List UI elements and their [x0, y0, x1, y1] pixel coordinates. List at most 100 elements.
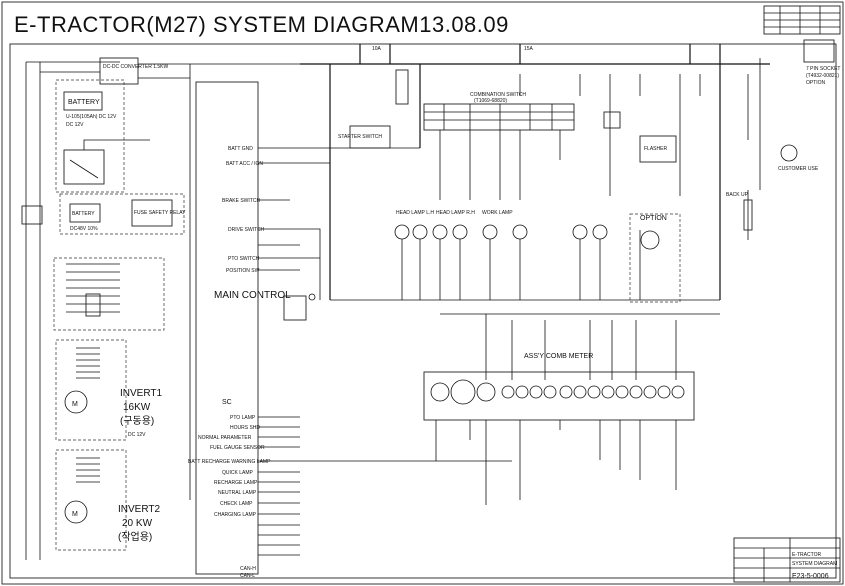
- signal-label: NEUTRAL LAMP: [218, 490, 257, 496]
- top-right-section: 10A 15A COMBINATION SWITCH (T1069-68820)…: [300, 39, 840, 300]
- key-switch: [21, 205, 43, 225]
- tail-lamp-icon: [512, 224, 528, 240]
- signal-label: BRAKE SWITCH: [222, 198, 260, 204]
- indicator-icon: [671, 385, 685, 399]
- indicator-icon: [629, 385, 643, 399]
- model-label: E-TRACTOR: [792, 552, 821, 558]
- inverter2-group: [55, 449, 127, 551]
- drawing-name: SYSTEM DIAGRAM: [792, 561, 837, 567]
- signal-label: CAN-H: [240, 566, 256, 572]
- inverter1-sub: (구동용): [120, 415, 154, 427]
- diagram-title: E-TRACTOR(M27) SYSTEM DIAGRAM13.08.09: [14, 12, 509, 37]
- signal-label: CHECK LAMP: [220, 501, 253, 507]
- socket-sub: (T4932-00821): [806, 73, 839, 79]
- starter-switch-label: STARTER SWITCH: [338, 134, 382, 140]
- controller-group: [53, 257, 165, 331]
- indicator-icon: [501, 385, 515, 399]
- work-lamp-label: WORK LAMP: [482, 210, 513, 216]
- motor1-icon: [64, 390, 88, 414]
- signal-label: HOURS SHD: [230, 425, 260, 431]
- combination-switch-label: COMBINATION SWITCH: [470, 92, 526, 98]
- indicator-icon: [559, 385, 573, 399]
- comb-meter-box: [423, 371, 695, 421]
- indicator-icon: [587, 385, 601, 399]
- drawing-number: E23-5-0006: [792, 573, 829, 580]
- dc12v-b-label: DC 12V: [128, 432, 146, 438]
- indicator-icon: [643, 385, 657, 399]
- signal-label: CAN-L: [240, 573, 255, 579]
- dc-dc-label: DC-DC CONVERTER 1.5KW: [103, 64, 168, 70]
- signal-label: PTO LAMP: [230, 415, 256, 421]
- indicator-icon: [515, 385, 529, 399]
- temp-gauge-icon: [476, 382, 496, 402]
- lamp-row: HEAD LAMP L.H HEAD LAMP R.H WORK LAMP OP…: [330, 210, 720, 303]
- inverter2-sub: (작업용): [118, 530, 152, 543]
- title-block-box: [733, 537, 841, 583]
- headlamp-rh-icon: [432, 224, 448, 240]
- back-up-switch: [743, 199, 753, 231]
- signal-label: CHARGING LAMP: [214, 512, 257, 518]
- combination-switch-sub: (T1069-68820): [474, 98, 507, 104]
- fuse-15a-label: 15A: [524, 46, 534, 52]
- fuel-gauge-icon: [430, 382, 450, 402]
- inverter1-kw: 16KW: [123, 402, 151, 413]
- position-switch: [283, 295, 307, 321]
- signal-label: NORMAL PARAMETER: [198, 435, 252, 441]
- indicator-icon: [543, 385, 557, 399]
- flasher-unit: [639, 135, 677, 163]
- safety-relay-label: FUSE SAFETY RELAY: [134, 210, 186, 216]
- battery-12v: [63, 91, 103, 111]
- flasher-label: FLASHER: [644, 146, 667, 152]
- inverter1-group: [55, 339, 127, 441]
- inverter2-kw: 20 KW: [122, 518, 153, 529]
- battery-label: BATTERY: [68, 99, 100, 106]
- signal-label: RECHARGE LAMP: [214, 480, 258, 486]
- signal-label: FUEL GAUGE SENSOR: [210, 445, 265, 451]
- pedal-sensor: [85, 293, 101, 317]
- main-relay: [63, 149, 105, 185]
- hazard-lamp-icon: [572, 224, 588, 240]
- signal-label: BATT ACC / IGN: [226, 161, 263, 167]
- work-lamp-icon: [482, 224, 498, 240]
- indicator-icon: [657, 385, 671, 399]
- socket-label: 7 PIN SOCKET: [806, 66, 840, 72]
- option-label: OPTION: [640, 215, 667, 222]
- indicator-icon: [615, 385, 629, 399]
- option2-label: OPTION: [806, 80, 826, 86]
- starter-switch-table: [349, 125, 391, 149]
- battery-48v: [69, 203, 101, 223]
- fuse-box: [395, 69, 409, 105]
- comb-meter-label: ASS'Y COMB METER: [524, 353, 593, 360]
- battery-48v-group: [59, 193, 185, 235]
- turn-lamp-lh-icon: [412, 224, 428, 240]
- socket-box: [803, 39, 835, 63]
- indicator-icon: [601, 385, 615, 399]
- safety-relay: [131, 199, 173, 227]
- fuse-10a-label: 10A: [372, 46, 382, 52]
- left-power-section: DC-DC CONVERTER 1.5KW BATTERY U-105(105A…: [21, 57, 300, 560]
- motor1-label: M: [72, 401, 78, 408]
- main-control-label: MAIN CONTROL: [214, 290, 291, 301]
- comb-meter-section: ASS'Y COMB METER: [423, 313, 720, 505]
- battery-spec: U-105(105Ah) DC 12V: [66, 114, 117, 120]
- inverter2-label: INVERT2: [118, 504, 160, 515]
- horn: [603, 111, 621, 129]
- main-control-section: MAIN CONTROL SC BATT GND BATT ACC / IGN …: [188, 81, 512, 579]
- rotary-beacon-icon: [640, 230, 660, 250]
- signal-label: PTO SWITCH: [228, 256, 260, 262]
- headlamp-lh-icon: [394, 224, 410, 240]
- dc12v-label: DC 12V: [66, 122, 84, 128]
- customer-use-label: CUSTOMER USE: [778, 166, 819, 172]
- indicator-icon: [573, 385, 587, 399]
- combination-switch-table: [423, 103, 575, 131]
- drawing-frame: [9, 43, 837, 579]
- signal-label: DRIVE SWITCH: [228, 227, 265, 233]
- indicator-icon: [529, 385, 543, 399]
- connector-icon: [308, 293, 316, 301]
- headlamp-rh-label: HEAD LAMP R.H: [436, 210, 475, 216]
- motor2-label: M: [72, 511, 78, 518]
- sc-label: SC: [222, 399, 232, 406]
- main-control-box: [195, 81, 259, 575]
- back-up-label: BACK UP: [726, 192, 749, 198]
